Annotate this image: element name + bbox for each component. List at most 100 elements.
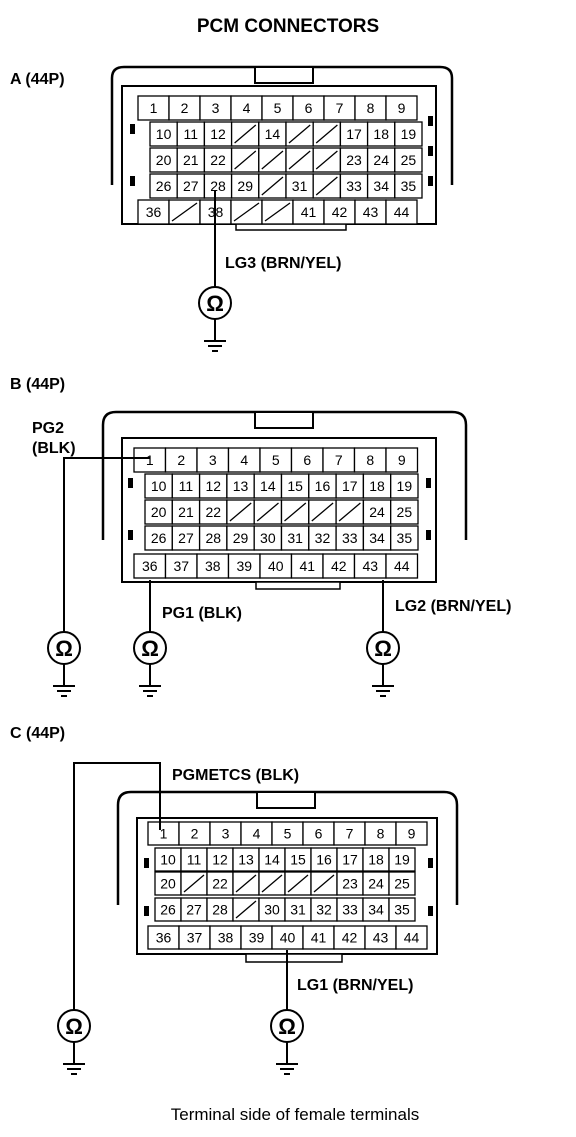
pin-cell xyxy=(144,499,173,525)
pin-number: 23 xyxy=(342,876,358,892)
pin-number: 6 xyxy=(303,452,311,468)
pin-number: 42 xyxy=(332,204,348,220)
pin-number: 7 xyxy=(335,452,343,468)
pin-number: 28 xyxy=(212,902,228,918)
wire-lg3-label: LG3 (BRN/YEL) xyxy=(225,255,341,272)
ohm-symbol: Ω xyxy=(374,636,392,661)
pin-number: 29 xyxy=(233,530,249,546)
pin-cell xyxy=(385,553,419,579)
pin-number: 40 xyxy=(268,558,284,574)
connector-a-key xyxy=(428,176,433,186)
connector-b-key xyxy=(128,530,133,540)
pin-number: 27 xyxy=(178,530,194,546)
pin-number: 43 xyxy=(363,204,379,220)
blank-slot-slash xyxy=(171,202,198,222)
pin-number: 39 xyxy=(249,930,265,946)
pin-cell xyxy=(388,847,416,872)
connector-b-label: B (44P) xyxy=(10,376,65,393)
pin-number: 17 xyxy=(346,126,362,142)
pin-cell xyxy=(203,173,233,199)
pin-number: 36 xyxy=(146,204,162,220)
pin-cell xyxy=(226,525,255,551)
pin-number: 4 xyxy=(243,100,251,116)
blank-slot-slash xyxy=(256,502,279,522)
pin-number: 35 xyxy=(397,530,413,546)
pin-number: 43 xyxy=(362,558,378,574)
pin-number: 36 xyxy=(156,930,172,946)
pin-cell xyxy=(168,95,201,121)
pin-cell xyxy=(285,173,314,199)
pin-number: 8 xyxy=(366,452,374,468)
pin-number: 32 xyxy=(315,530,331,546)
pin-cell xyxy=(395,821,428,846)
connector-a-bottom-tab xyxy=(235,223,347,231)
pin-number: 10 xyxy=(160,852,176,868)
ohm-symbol: Ω xyxy=(278,1014,296,1039)
pin-number: 22 xyxy=(212,876,228,892)
pin-number: 44 xyxy=(404,930,420,946)
pin-number: 16 xyxy=(315,478,331,494)
connector-a-label: A (44P) xyxy=(10,71,65,88)
pin-number: 36 xyxy=(142,558,158,574)
pin-number: 33 xyxy=(346,178,362,194)
pin-cell xyxy=(133,447,167,473)
wire-pg2-label-line2: (BLK) xyxy=(32,440,76,457)
pin-number: 44 xyxy=(394,204,410,220)
pin-number: 17 xyxy=(342,852,358,868)
pin-number: 23 xyxy=(346,152,362,168)
pin-number: 25 xyxy=(397,504,413,520)
pin-number: 2 xyxy=(177,452,185,468)
pin-number: 15 xyxy=(290,852,306,868)
pin-cell xyxy=(388,897,416,922)
connector-c-label: C (44P) xyxy=(10,725,65,742)
pin-cell xyxy=(258,121,287,147)
blank-slot-slash xyxy=(183,874,205,893)
pin-number: 13 xyxy=(233,478,249,494)
pin-number: 41 xyxy=(299,558,315,574)
pin-cell xyxy=(362,525,392,551)
pin-cell xyxy=(198,473,228,499)
blank-slot-slash xyxy=(313,874,335,893)
pin-number: 11 xyxy=(187,852,202,868)
pin-number: 1 xyxy=(146,452,154,468)
blank-slot-slash xyxy=(234,150,257,170)
pin-cell xyxy=(171,473,201,499)
pin-cell xyxy=(137,95,170,121)
pin-number: 41 xyxy=(311,930,327,946)
blank-slot-slash xyxy=(233,202,260,222)
wire-lg2-label: LG2 (BRN/YEL) xyxy=(395,598,511,615)
pin-number: 3 xyxy=(209,452,217,468)
pin-number: 11 xyxy=(184,126,199,142)
connector-b-latch xyxy=(254,411,314,429)
pin-number: 10 xyxy=(151,478,167,494)
blank-slot-slash xyxy=(338,502,361,522)
pin-number: 44 xyxy=(394,558,410,574)
pin-cell xyxy=(390,499,419,525)
blank-slot-slash xyxy=(288,150,311,170)
pin-number: 35 xyxy=(394,902,410,918)
pin-number: 9 xyxy=(398,100,406,116)
blank-slot-slash xyxy=(264,202,291,222)
pin-cell xyxy=(149,121,178,147)
ohmmeter-pg2: Ω xyxy=(47,631,81,697)
pin-number: 17 xyxy=(342,478,358,494)
pin-number: 30 xyxy=(264,902,280,918)
pin-cell xyxy=(394,121,423,147)
blank-slot-slash xyxy=(234,124,257,144)
ohmmeter-pgmetcs: Ω xyxy=(57,1009,91,1075)
ohm-symbol: Ω xyxy=(206,291,224,316)
pin-number: 34 xyxy=(373,178,389,194)
blank-slot-slash xyxy=(315,150,338,170)
pin-number: 24 xyxy=(369,504,385,520)
connector-a-key xyxy=(130,124,135,134)
pin-number: 19 xyxy=(397,478,413,494)
pin-number: 32 xyxy=(316,902,332,918)
pin-number: 35 xyxy=(401,178,417,194)
pin-number: 28 xyxy=(210,178,226,194)
blank-slot-slash xyxy=(261,874,283,893)
pin-number: 24 xyxy=(373,152,389,168)
pin-cell xyxy=(171,525,201,551)
connector-c-key xyxy=(144,906,149,916)
